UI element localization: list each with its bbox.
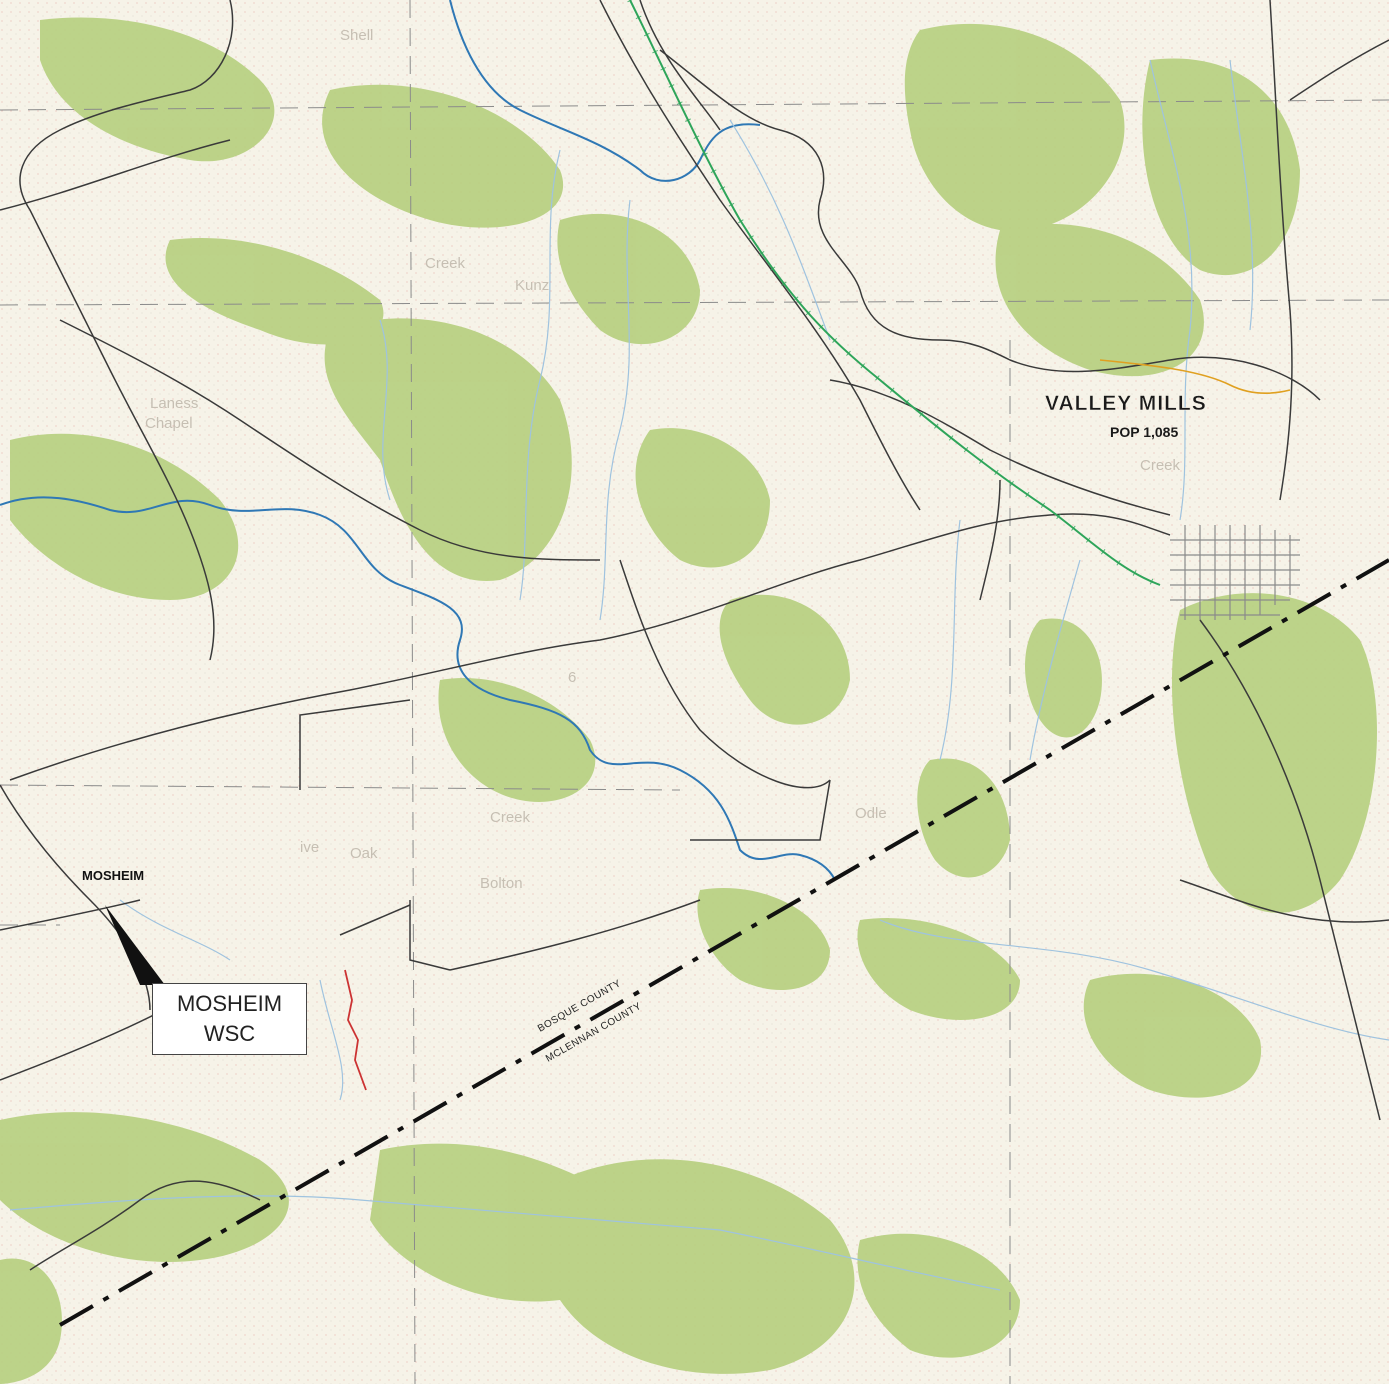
- place-label-bolton: Bolton: [480, 875, 523, 892]
- pipeline-line: [1099, 359, 1291, 395]
- road-label-route-6: 6: [568, 669, 576, 686]
- callout-line-1: MOSHEIM: [176, 991, 283, 1016]
- county-boundary-line: [59, 558, 1389, 1327]
- place-label-chapel: Chapel: [145, 415, 193, 432]
- town-grid: [1170, 525, 1300, 620]
- water-label-creek: Creek: [490, 809, 531, 826]
- site-label-mosheim: MOSHEIM: [82, 868, 144, 883]
- streams: [0, 0, 836, 881]
- vegetation-areas: [0, 17, 1378, 1384]
- callout-line-2: WSC: [203, 1021, 256, 1046]
- town-population-label: POP 1,085: [1110, 424, 1178, 440]
- service-area-line: [344, 969, 367, 1091]
- town-label-valley-mills: VALLEY MILLS: [1045, 392, 1207, 415]
- mosheim-wsc-callout: MOSHEIM WSC: [152, 983, 307, 1055]
- place-label-odle: Odle: [855, 805, 887, 822]
- water-label-oak: Oak: [350, 845, 378, 862]
- minor-streams: [9, 59, 1389, 1291]
- callout-leader: [105, 905, 165, 985]
- water-label-creek-north: Creek: [425, 255, 466, 272]
- place-label-laness: Laness: [150, 395, 198, 412]
- water-label-creek-town: Creek: [1140, 457, 1181, 474]
- place-label-shell: Shell: [340, 27, 373, 44]
- railroad-line: [629, 0, 1161, 586]
- water-label-live: ive: [300, 839, 319, 856]
- place-label-kunz: Kunz: [515, 277, 549, 294]
